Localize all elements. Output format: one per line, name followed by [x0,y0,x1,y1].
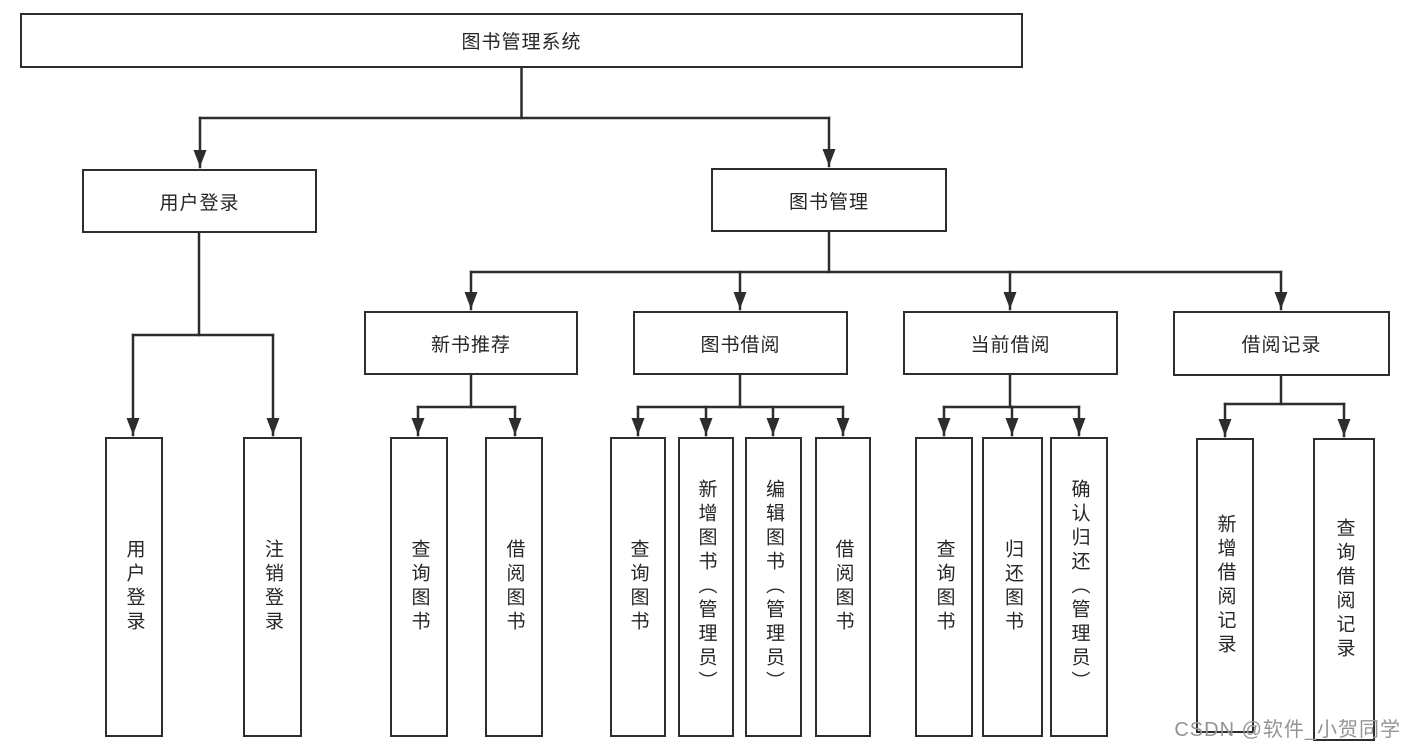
node-bb-edit-book: 编辑图书（管理员） [745,437,802,737]
node-current-borrow-label: 当前借阅 [970,334,1051,356]
node-br-query-record-label: 查询借阅记录 [1333,517,1355,662]
node-bb-borrow-book-label: 借阅图书 [832,539,854,635]
edges-root [193,66,836,169]
node-borrow-record-label: 借阅记录 [1241,335,1322,356]
edges-current-borrow [937,373,1086,437]
node-ul-user-login: 用户登录 [105,437,163,737]
node-user-login-label: 用户登录 [159,192,240,214]
node-borrow-record: 借阅记录 [1173,311,1390,376]
node-nb-borrow-book: 借阅图书 [485,437,543,737]
node-nb-borrow-book-label: 借阅图书 [503,539,525,635]
node-nb-query-book: 查询图书 [390,437,448,737]
node-cb-query-book-label: 查询图书 [933,539,955,635]
edges-book-borrow [631,373,850,437]
node-new-book-recommend: 新书推荐 [364,311,578,375]
node-new-book-recommend-label: 新书推荐 [430,334,511,356]
node-bb-edit-book-label: 编辑图书（管理员） [763,479,784,695]
node-bb-add-book: 新增图书（管理员） [678,437,734,737]
node-br-add-record-label: 新增借阅记录 [1214,513,1236,658]
node-cb-return-book-label: 归还图书 [1002,539,1023,635]
node-book-management-label: 图书管理 [788,191,869,213]
node-ul-logout-label: 注销登录 [262,539,283,635]
node-bb-borrow-book: 借阅图书 [815,437,871,737]
node-root: 图书管理系统 [20,13,1023,68]
node-nb-query-book-label: 查询图书 [408,539,430,635]
node-cb-return-book: 归还图书 [982,437,1043,737]
edges-borrow-record [1218,374,1351,438]
node-bb-add-book-label: 新增图书（管理员） [695,479,717,695]
node-br-add-record: 新增借阅记录 [1196,438,1254,733]
node-cb-confirm-return-label: 确认归还（管理员） [1068,479,1090,695]
node-cb-query-book: 查询图书 [915,437,973,737]
edges-book-management [464,230,1288,311]
node-user-login: 用户登录 [82,169,317,233]
node-book-management: 图书管理 [711,168,947,232]
edges-new-book-recommend [411,373,522,437]
node-current-borrow: 当前借阅 [903,311,1118,375]
node-ul-logout: 注销登录 [243,437,302,737]
edges-user-login [126,231,280,437]
node-book-borrow-label: 图书借阅 [700,334,781,356]
node-root-label: 图书管理系统 [461,32,582,53]
node-ul-user-login-label: 用户登录 [123,539,145,635]
node-bb-query-book: 查询图书 [610,437,666,737]
node-br-query-record: 查询借阅记录 [1313,438,1375,741]
node-cb-confirm-return: 确认归还（管理员） [1050,437,1108,737]
node-book-borrow: 图书借阅 [633,311,848,375]
node-bb-query-book-label: 查询图书 [627,539,649,635]
